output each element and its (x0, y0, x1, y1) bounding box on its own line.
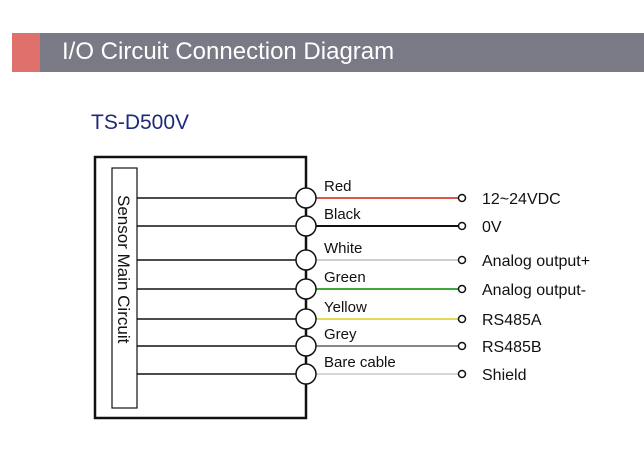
wire-color-label: White (324, 240, 362, 257)
wire-color-label: Bare cable (324, 354, 396, 371)
signal-label: RS485B (482, 339, 542, 356)
connector-circle (295, 249, 317, 271)
terminal-circle (457, 369, 467, 379)
connector-circle (295, 187, 317, 209)
section-title: I/O Circuit Connection Diagram (62, 38, 395, 65)
terminal-circle (457, 221, 467, 231)
wire-red: Red 12~24VDC (137, 178, 561, 209)
wire-color-label: Yellow (324, 299, 367, 316)
signal-label: 0V (482, 219, 502, 236)
wire-color-label: Black (324, 206, 361, 223)
wire-black: Black 0V (137, 206, 502, 237)
terminal-circle (457, 193, 467, 203)
signal-label: RS485A (482, 312, 542, 329)
wire-color-label: Green (324, 269, 366, 286)
section-header: I/O Circuit Connection Diagram (12, 33, 644, 72)
header-accent (12, 33, 40, 72)
terminal-circle (457, 341, 467, 351)
connector-circle (295, 278, 317, 300)
signal-label: Analog output- (482, 282, 586, 299)
connector-circle (295, 363, 317, 385)
connector-circle (295, 335, 317, 357)
signal-label: Shield (482, 367, 526, 384)
model-name: TS-D500V (91, 111, 190, 134)
terminal-circle (457, 314, 467, 324)
connector-circle (295, 308, 317, 330)
signal-label: 12~24VDC (482, 191, 561, 208)
signal-label: Analog output+ (482, 253, 590, 270)
wire-color-label: Grey (324, 326, 357, 343)
terminal-circle (457, 255, 467, 265)
terminal-circle (457, 284, 467, 294)
wire-color-label: Red (324, 178, 352, 195)
sensor-main-circuit-label: Sensor Main Circuit (114, 195, 133, 344)
connector-circle (295, 215, 317, 237)
sensor-main-circuit-block (111, 167, 138, 409)
